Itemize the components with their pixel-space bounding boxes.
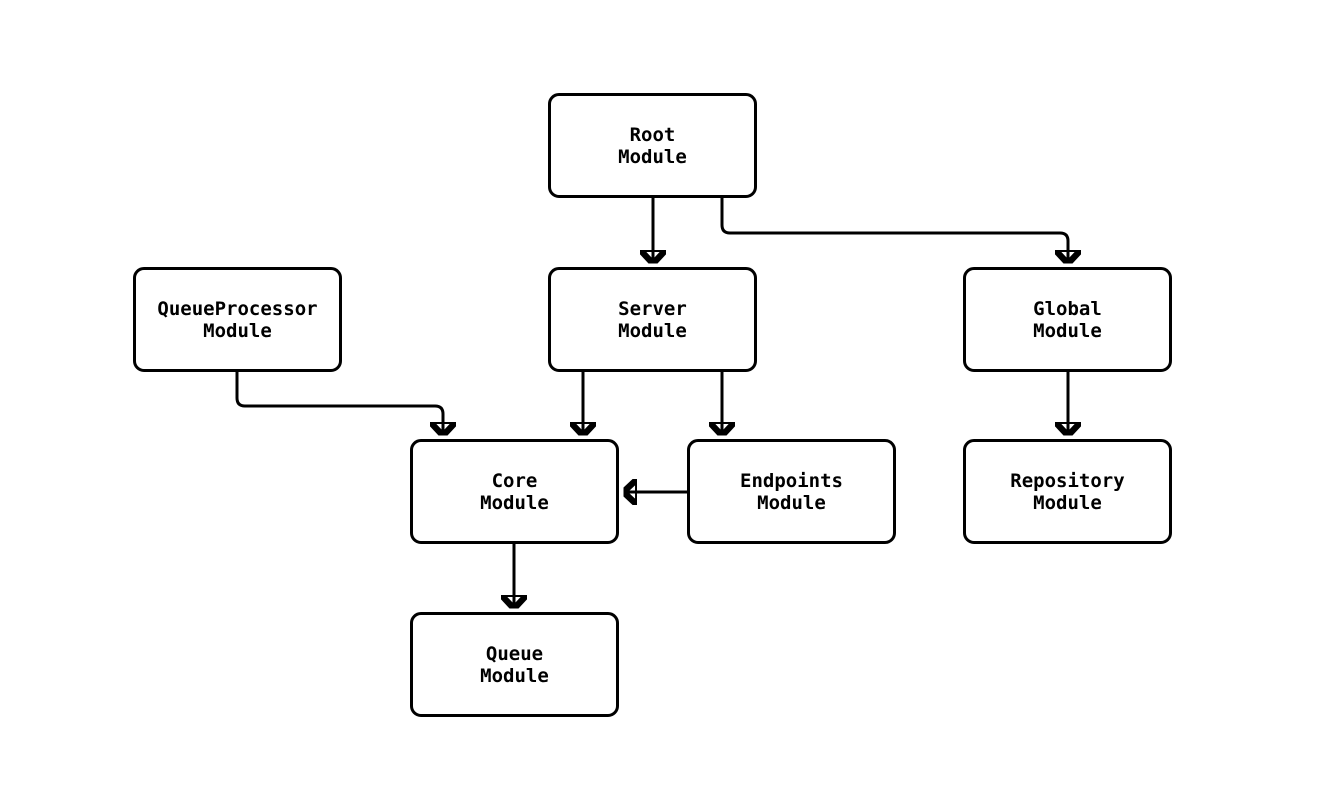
- node-queue-module: Queue Module: [410, 612, 619, 717]
- node-repository-module: Repository Module: [963, 439, 1172, 544]
- node-global-module-label: Global Module: [1033, 297, 1102, 342]
- node-server-module-label: Server Module: [618, 297, 687, 342]
- node-core-module-label: Core Module: [480, 469, 549, 514]
- node-global-module: Global Module: [963, 267, 1172, 372]
- node-repository-module-label: Repository Module: [1010, 469, 1125, 514]
- node-endpoints-module-label: Endpoints Module: [740, 469, 843, 514]
- node-queueprocessor-module: QueueProcessor Module: [133, 267, 342, 372]
- node-endpoints-module: Endpoints Module: [687, 439, 896, 544]
- node-root-module-label: Root Module: [618, 123, 687, 168]
- edge-queueprocessor-core: [235, 372, 443, 435]
- node-server-module: Server Module: [548, 267, 757, 372]
- node-root-module: Root Module: [548, 93, 757, 198]
- edge-root-global: [720, 198, 1068, 263]
- node-queueprocessor-module-label: QueueProcessor Module: [157, 297, 318, 342]
- node-queue-module-label: Queue Module: [480, 642, 549, 687]
- node-core-module: Core Module: [410, 439, 619, 544]
